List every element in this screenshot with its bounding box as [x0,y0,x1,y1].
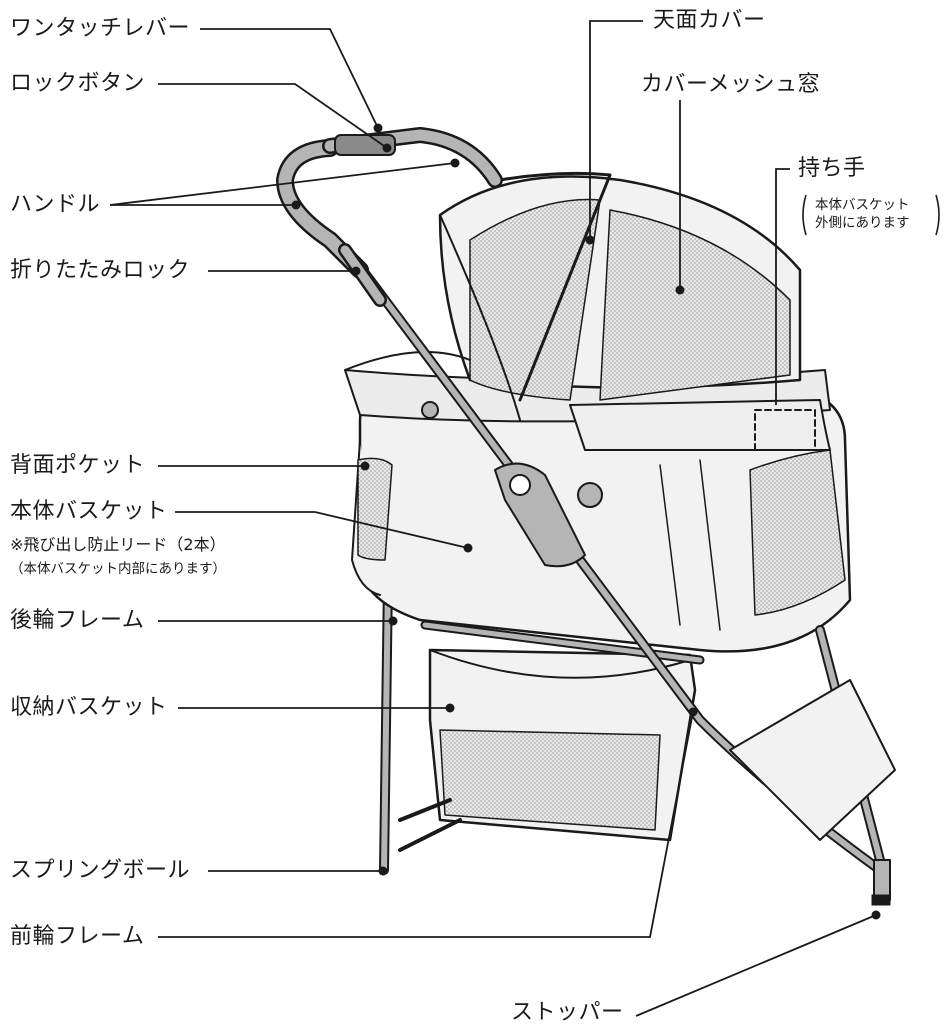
dot-lock-button [382,143,392,153]
note-grip-outside: 外側にあります [815,215,910,231]
dot-mesh-window [675,285,685,295]
dot-storage-basket [445,703,455,713]
label-mesh-window: カバーメッシュ窓 [641,72,821,97]
label-back-pocket: 背面ポケット [10,453,146,478]
label-grip: 持ち手 [798,156,866,181]
note-grip-basket: 本体バスケット [815,197,910,213]
label-top-cover: 天面カバー [653,8,766,33]
stroller-illustration [276,127,896,906]
label-spring-ball: スプリングボール [10,858,191,883]
label-main-basket: 本体バスケット [10,499,168,524]
callout-dots [291,123,881,920]
dot-stopper [871,910,881,920]
dot-rear-frame [388,616,398,626]
dot-main-basket [463,543,473,553]
dot-fold-lock [351,266,361,276]
dot-back-pocket [360,461,370,471]
label-fold-lock: 折りたたみロック [10,258,191,283]
label-front-frame: 前輪フレーム [10,924,145,949]
dot-spring-ball [378,866,388,876]
label-storage-basket: 収納バスケット [10,695,168,720]
grip-note-bracket-right [935,194,940,236]
grip-dashed-outline [754,409,816,451]
grip-note-bracket-left [802,194,807,236]
dot-front-frame [688,707,698,717]
label-handle: ハンドル [10,192,101,217]
label-one-touch-lever: ワンタッチレバー [10,16,191,41]
note-main-basket-leads: ※飛び出し防止リード（2本） [10,535,226,554]
note-main-basket-inside: （本体バスケット内部にあります） [10,561,226,577]
leader-lines [109,20,877,1017]
dot-handle-2 [291,200,301,210]
dot-handle-1 [450,158,460,168]
label-stopper: ストッパー [511,1000,624,1025]
label-rear-frame: 後輪フレーム [10,608,145,633]
dot-one-touch-lever [373,123,383,133]
label-lock-button: ロックボタン [10,71,146,96]
dot-top-cover [585,235,595,245]
